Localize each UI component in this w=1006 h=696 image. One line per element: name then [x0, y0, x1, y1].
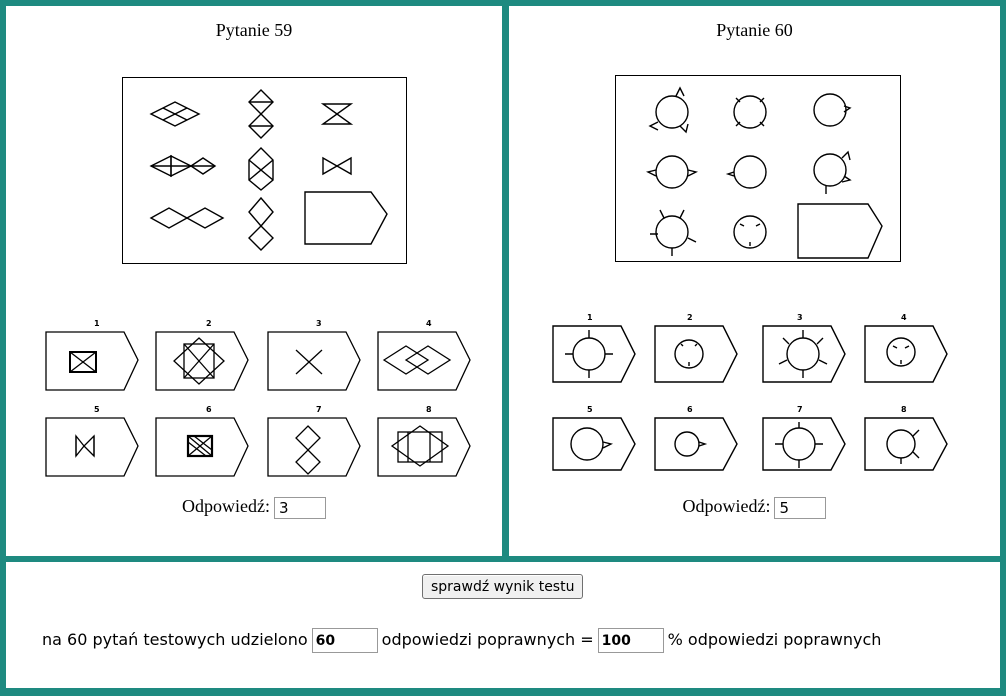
question-60-options: 1 2 3 4 5 6 7 8	[549, 310, 955, 480]
question-60-options-figure: 1 2 3 4 5 6 7 8	[552, 313, 948, 471]
option-number: 3	[797, 313, 803, 322]
option-number: 1	[94, 319, 100, 328]
option-number: 7	[316, 405, 322, 414]
correct-count-input[interactable]	[311, 628, 378, 653]
question-59-panel: Pytanie 59	[6, 6, 502, 556]
result-suffix: % odpowiedzi poprawnych	[667, 630, 882, 649]
option-number: 4	[901, 313, 907, 322]
result-line: na 60 pytań testowych udzielono odpowiedz…	[42, 628, 881, 653]
check-result-button[interactable]: sprawdź wynik testu	[422, 574, 584, 599]
question-60-matrix-figure	[645, 86, 883, 259]
correct-percent-input[interactable]	[597, 628, 664, 653]
option-number: 5	[587, 405, 593, 414]
question-59-matrix	[122, 77, 407, 264]
option-number: 5	[94, 405, 100, 414]
question-title: Pytanie 60	[716, 20, 793, 40]
question-59-options-figure: 1 2 3 4 5 6 7 8	[45, 319, 471, 477]
question-59-matrix-figure	[149, 89, 388, 251]
result-prefix: na 60 pytań testowych udzielono	[42, 630, 308, 649]
answer-input-60[interactable]	[774, 496, 827, 519]
option-number: 3	[316, 319, 322, 328]
option-number: 1	[587, 313, 593, 322]
answer-input-59[interactable]	[273, 496, 326, 519]
option-number: 8	[426, 405, 432, 414]
option-number: 2	[687, 313, 693, 322]
answer-label: Odpowiedź:	[182, 496, 270, 516]
question-60-panel: Pytanie 60	[509, 6, 1000, 556]
option-number: 6	[687, 405, 693, 414]
result-middle: odpowiedzi poprawnych =	[381, 630, 594, 649]
option-number: 7	[797, 405, 803, 414]
question-60-matrix	[615, 75, 901, 262]
question-59-options: 1 2 3 4 5 6 7 8	[42, 314, 478, 484]
option-number: 6	[206, 405, 212, 414]
answer-row: Odpowiedź:	[509, 496, 1000, 519]
answer-label: Odpowiedź:	[682, 496, 771, 516]
option-number: 4	[426, 319, 432, 328]
option-number: 2	[206, 319, 212, 328]
results-panel: sprawdź wynik testu na 60 pytań testowyc…	[6, 562, 1000, 688]
answer-row: Odpowiedź:	[6, 496, 502, 519]
question-title: Pytanie 59	[215, 20, 293, 40]
option-number: 8	[901, 405, 907, 414]
